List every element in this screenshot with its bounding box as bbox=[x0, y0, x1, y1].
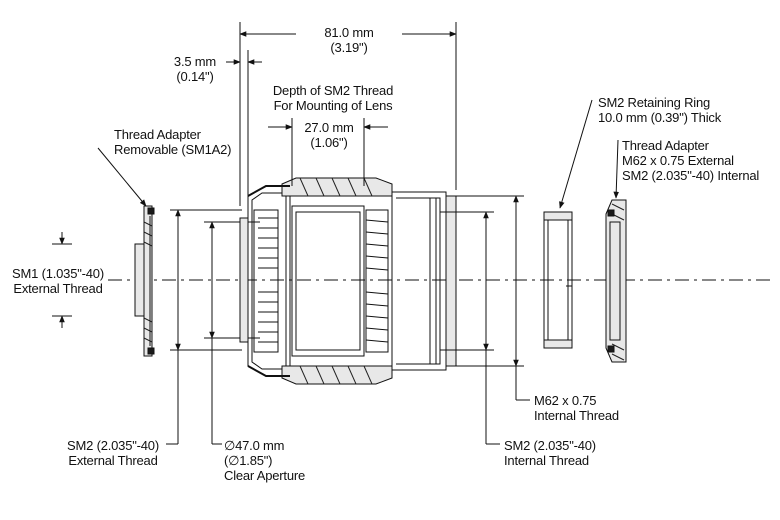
m62-internal-dimension bbox=[456, 195, 530, 401]
sm2-depth-value-label: 27.0 mm (1.06") bbox=[304, 120, 354, 150]
sm2-internal-dimension bbox=[440, 211, 500, 445]
flange-offset-dimension bbox=[226, 50, 262, 196]
sm2-retaining-ring-drawing bbox=[543, 211, 573, 349]
adapter-left-leader bbox=[97, 147, 147, 207]
sm2-external-label: SM2 (2.035"-40) External Thread bbox=[67, 438, 159, 468]
thread-adapter-sm1a2-drawing bbox=[134, 205, 155, 357]
thread-adapter-m62-drawing bbox=[605, 199, 627, 363]
sm1-thread-label: SM1 (1.035"-40) External Thread bbox=[12, 266, 104, 296]
adapter-left-label: Thread Adapter Removable (SM1A2) bbox=[114, 127, 232, 157]
flange-offset-label: 3.5 mm (0.14") bbox=[173, 54, 217, 84]
sm1-thread-dimension bbox=[52, 232, 72, 328]
sm2-depth-title-label: Depth of SM2 Thread For Mounting of Lens bbox=[272, 83, 394, 113]
adapter-right-label: Thread Adapter M62 x 0.75 External SM2 (… bbox=[622, 138, 760, 183]
m62-internal-label: M62 x 0.75 Internal Thread bbox=[534, 393, 619, 423]
retaining-ring-label: SM2 Retaining Ring 10.0 mm (0.39") Thick bbox=[598, 95, 721, 125]
sm2-depth-dimension bbox=[268, 118, 388, 186]
sm2-internal-label: SM2 (2.035"-40) Internal Thread bbox=[504, 438, 596, 468]
retaining-ring-leader bbox=[559, 99, 593, 209]
adapter-right-leader bbox=[613, 139, 620, 199]
overall-length-label: 81.0 mm (3.19") bbox=[324, 25, 374, 55]
clear-aperture-dimension bbox=[204, 221, 260, 445]
sm2-external-dimension bbox=[166, 209, 242, 445]
clear-aperture-label: ∅47.0 mm (∅1.85") Clear Aperture bbox=[224, 438, 306, 483]
overall-length-dimension bbox=[239, 22, 457, 206]
lens-tube-body bbox=[239, 177, 457, 385]
